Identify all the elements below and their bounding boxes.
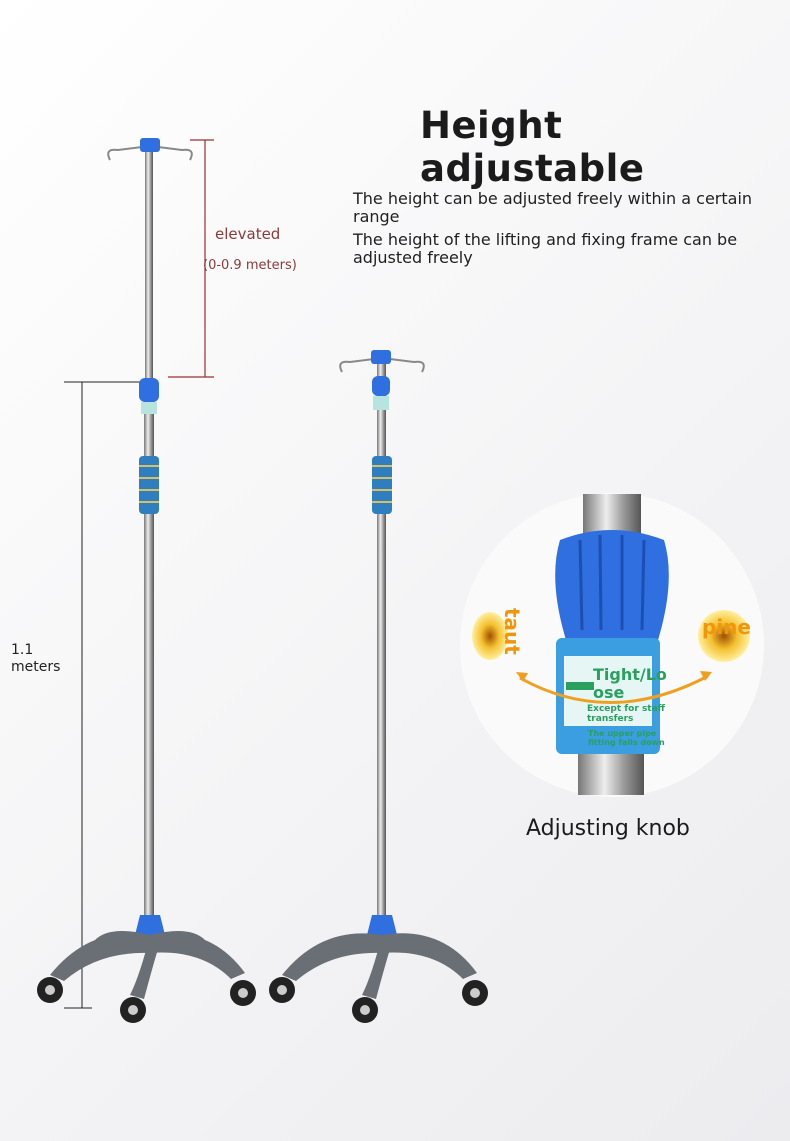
sticker-title: Tight/Loose [593,665,667,702]
description-line-2: The height of the lifting and fixing fra… [353,230,738,267]
knob-closeup [460,493,764,797]
taut-label: taut [500,608,524,655]
elevated-range: (0-0.9 meters) [203,258,297,273]
knob-caption: Adjusting knob [526,816,690,841]
base-dimension-line [64,381,140,1009]
sticker-line-1: Except for staff transfers [587,704,665,724]
base-height-label: 1.1 meters [11,642,60,676]
sticker-line-2: The upper pipe fitting falls down [588,729,665,747]
page-title: Height adjustable [420,104,645,190]
base-height-value: 1.1 [11,642,34,658]
base-height-unit: meters [11,659,61,675]
pine-label: pine [702,615,751,639]
iv-stand-lowered [269,350,488,1023]
description-line-1: The height can be adjusted freely within… [353,189,753,226]
elevated-label: elevated [215,225,281,243]
elevated-dimension-line [168,139,214,378]
iv-stand-extended [37,138,256,1023]
